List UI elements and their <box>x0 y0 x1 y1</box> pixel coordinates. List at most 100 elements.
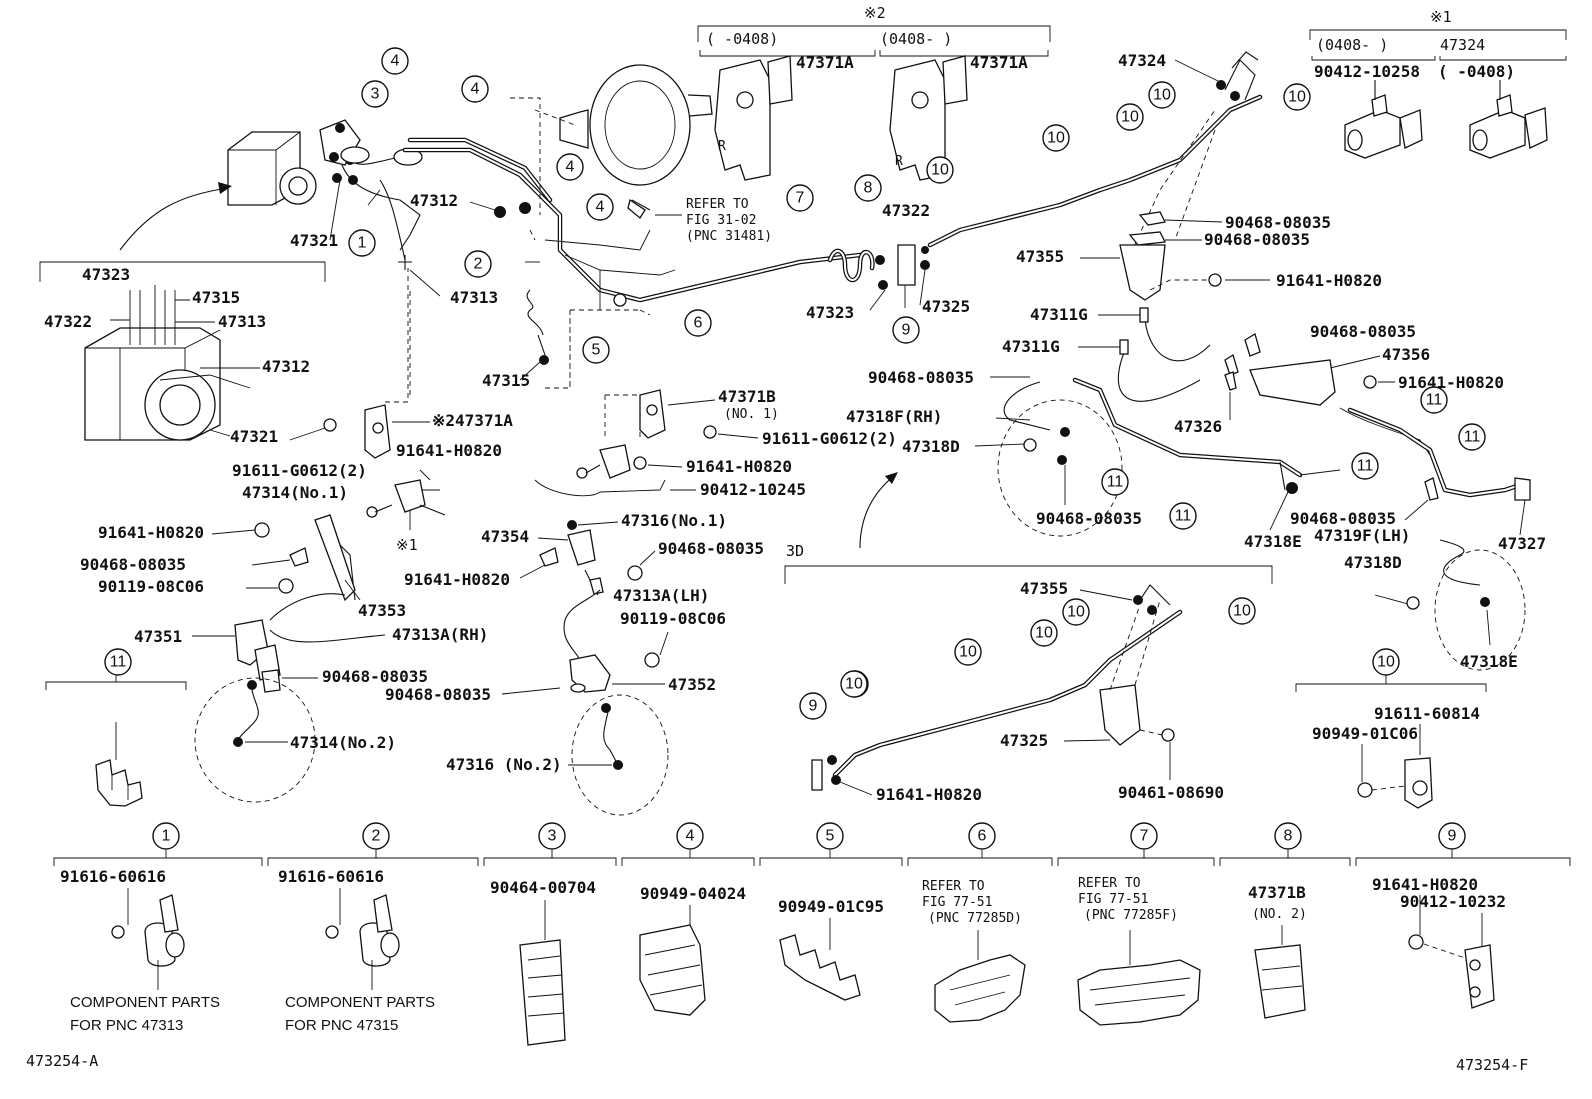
callout-circle <box>586 193 614 221</box>
legend-8-sub: (NO. 2) <box>1252 907 1307 922</box>
callout-circle <box>1283 83 1311 111</box>
legend-7-ref3: (PNC 77285F) <box>1084 908 1178 923</box>
callout-number: 10 <box>1153 87 1171 104</box>
callout-10: 10 <box>1030 619 1058 647</box>
legend-callout-circle <box>538 822 566 850</box>
callout-4: 4 <box>586 193 614 221</box>
callout-circle <box>1420 386 1448 414</box>
callout-number: 9 <box>809 698 818 715</box>
label-47315-top: 47315 <box>192 288 240 307</box>
legend-callout-circle <box>1438 822 1466 850</box>
refer-line-3: (PNC 31481) <box>686 229 772 244</box>
label-47371a-2: ※247371A <box>432 411 513 430</box>
callout-11: 11 <box>1101 468 1129 496</box>
legend-9-part: 91641-H0820 <box>1372 875 1478 894</box>
legend-callout-number: 7 <box>1140 828 1149 845</box>
callout-6: 6 <box>684 309 712 337</box>
refer-line-1: REFER TO <box>686 197 749 212</box>
callout-number: 4 <box>596 199 605 216</box>
callout-number: 8 <box>864 180 873 197</box>
callout-number: 4 <box>391 53 400 70</box>
legend-1-note1: COMPONENT PARTS <box>70 994 220 1011</box>
callout-10: 10 <box>1148 81 1176 109</box>
pipe-right-top: 47324 <box>927 51 1263 256</box>
callout-2: 2 <box>464 250 492 278</box>
callout-7: 7 <box>786 184 814 212</box>
callout-number: 10 <box>1067 604 1085 621</box>
callout-11: 11 <box>1458 423 1486 451</box>
label-47318e-b: 47318E <box>1460 652 1518 671</box>
callout-number: 3 <box>371 86 380 103</box>
callout-circle <box>381 47 409 75</box>
legend-1-part: 91616-60616 <box>60 867 166 886</box>
label-90468-i: 47326 <box>1174 417 1222 436</box>
legend-callout-number: 6 <box>978 828 987 845</box>
legend-5-part: 90949-01C95 <box>778 897 884 916</box>
legend-1-note2: FOR PNC 47313 <box>70 1017 183 1034</box>
legend-2-note2: FOR PNC 47315 <box>285 1017 398 1034</box>
label-90468-f: 90468-08035 <box>1204 230 1310 249</box>
callout-circle <box>348 229 376 257</box>
legend-callout-number: 1 <box>162 828 171 845</box>
legend-callout-3: 3 <box>538 822 566 850</box>
label-90412-10258: ( -0408) <box>1438 62 1515 81</box>
label-90468-j: 90468-08035 <box>1290 509 1396 528</box>
callout-circle <box>464 250 492 278</box>
callout-5: 5 <box>582 336 610 364</box>
legend-callout-circle <box>1274 822 1302 850</box>
legend-6-ref3: (PNC 77285D) <box>928 911 1022 926</box>
callout-number: 10 <box>959 644 977 661</box>
callout-circle <box>1458 423 1486 451</box>
left-mid-parts: 47315 <box>385 261 651 403</box>
callout-number: 1 <box>358 235 367 252</box>
label-91641-g: 90461-08690 <box>1118 783 1224 802</box>
label-47371a-l: 47371A <box>796 53 854 72</box>
callout-circle <box>1169 502 1197 530</box>
callout-number: 7 <box>796 190 805 207</box>
callout-10: 10 <box>1116 103 1144 131</box>
callout-10: 10 <box>1042 124 1070 152</box>
label-47313a-rh: 47313A(RH) <box>392 625 488 644</box>
callout-number: 4 <box>471 81 480 98</box>
legend-callout-2: 2 <box>362 822 390 850</box>
label-47321-a: 47321 <box>290 231 338 250</box>
label-91611-60814: 90949-01C06 <box>1312 724 1418 743</box>
callout-circle <box>556 153 584 181</box>
label-47313-a: 47313 <box>450 288 498 307</box>
callout-circle <box>1030 619 1058 647</box>
paren-r: (0408- ) <box>880 30 952 48</box>
label-47351: 47351 <box>134 627 182 646</box>
callout-11: 11 <box>104 648 132 676</box>
paren-l2: (0408- ) <box>1316 36 1388 54</box>
label-47315-a: 47315 <box>482 371 530 390</box>
svg-text:R: R <box>718 139 726 154</box>
label-47325-mid: 47325 <box>922 297 970 316</box>
callout-number: 11 <box>1426 392 1443 409</box>
legend-10 <box>45 672 187 807</box>
bottom-legend: 91616-60616 COMPONENT PARTS FOR PNC 4731… <box>53 850 1571 1046</box>
label-90412-10243: 90412-10258 <box>1314 62 1420 81</box>
label-90412-10245: 90412-10245 <box>700 480 806 499</box>
paren-r2: 47324 <box>1440 36 1485 54</box>
legend-7-ref1: REFER TO <box>1078 876 1141 891</box>
callout-number: 10 <box>931 162 949 179</box>
refer-fig-31: REFER TO FIG 31-02 (PNC 31481) <box>627 197 772 244</box>
callout-number: 2 <box>474 256 483 273</box>
label-47314-1: 47314(No.1) <box>242 483 348 502</box>
legend-3-part: 90464-00704 <box>490 878 596 897</box>
legend-callout-circle <box>1130 822 1158 850</box>
callout-number: 10 <box>1377 654 1395 671</box>
legend-2-note1: COMPONENT PARTS <box>285 994 435 1011</box>
callout-circle <box>582 336 610 364</box>
label-47326: 47318E <box>1244 532 1302 551</box>
legend-2-part: 91616-60616 <box>278 867 384 886</box>
label-47311g-a: 47311G <box>1030 305 1088 324</box>
label-3d: 3D <box>786 542 804 560</box>
note2-group: ※2 ( -0408) (0408- ) R 47371A R 47371A <box>697 4 1051 181</box>
clamp-area-top: 47321 47312 47313 <box>290 119 531 307</box>
callout-number: 5 <box>592 342 601 359</box>
callout-9: 9 <box>799 692 827 720</box>
callout-11: 11 <box>1351 452 1379 480</box>
